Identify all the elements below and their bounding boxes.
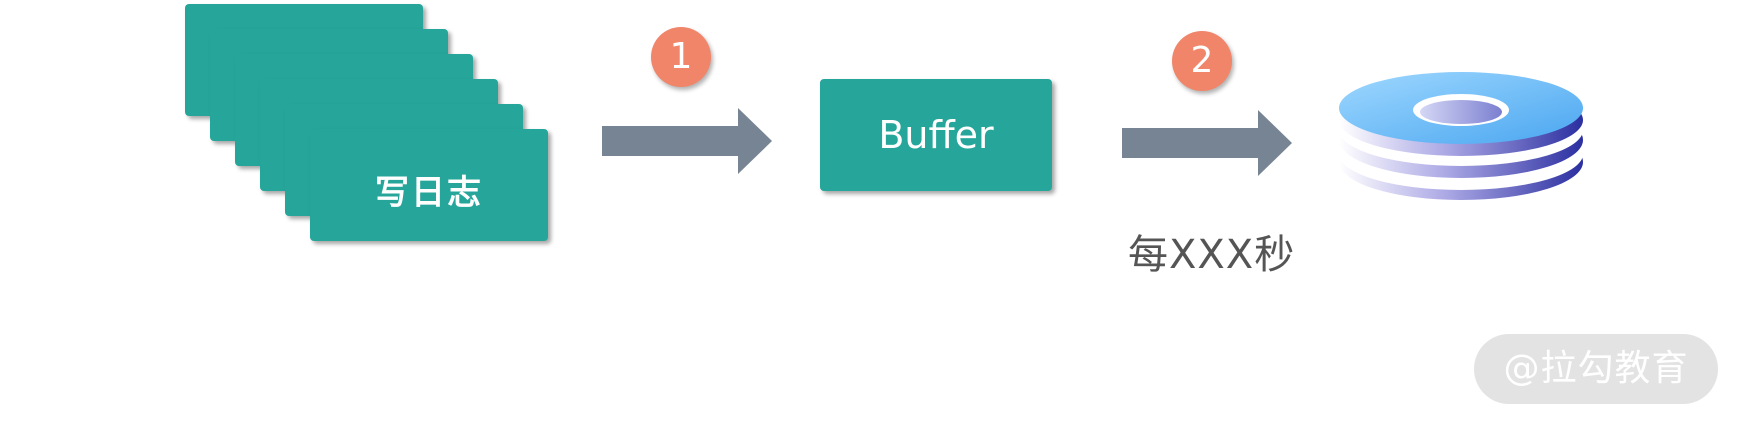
buffer-box: Buffer — [820, 79, 1052, 191]
step-2-badge: 2 — [1172, 31, 1232, 91]
watermark-badge: @拉勾教育 — [1474, 334, 1718, 404]
step-1-badge: 1 — [651, 27, 711, 87]
disk-storage-icon — [1339, 72, 1583, 200]
interval-caption: 每XXX秒 — [1128, 232, 1296, 278]
log-card-6: 写日志 — [310, 129, 548, 241]
right-arrow-icon — [602, 108, 772, 174]
right-arrow-icon — [1122, 110, 1292, 176]
log-write-label: 写日志 — [375, 173, 483, 213]
